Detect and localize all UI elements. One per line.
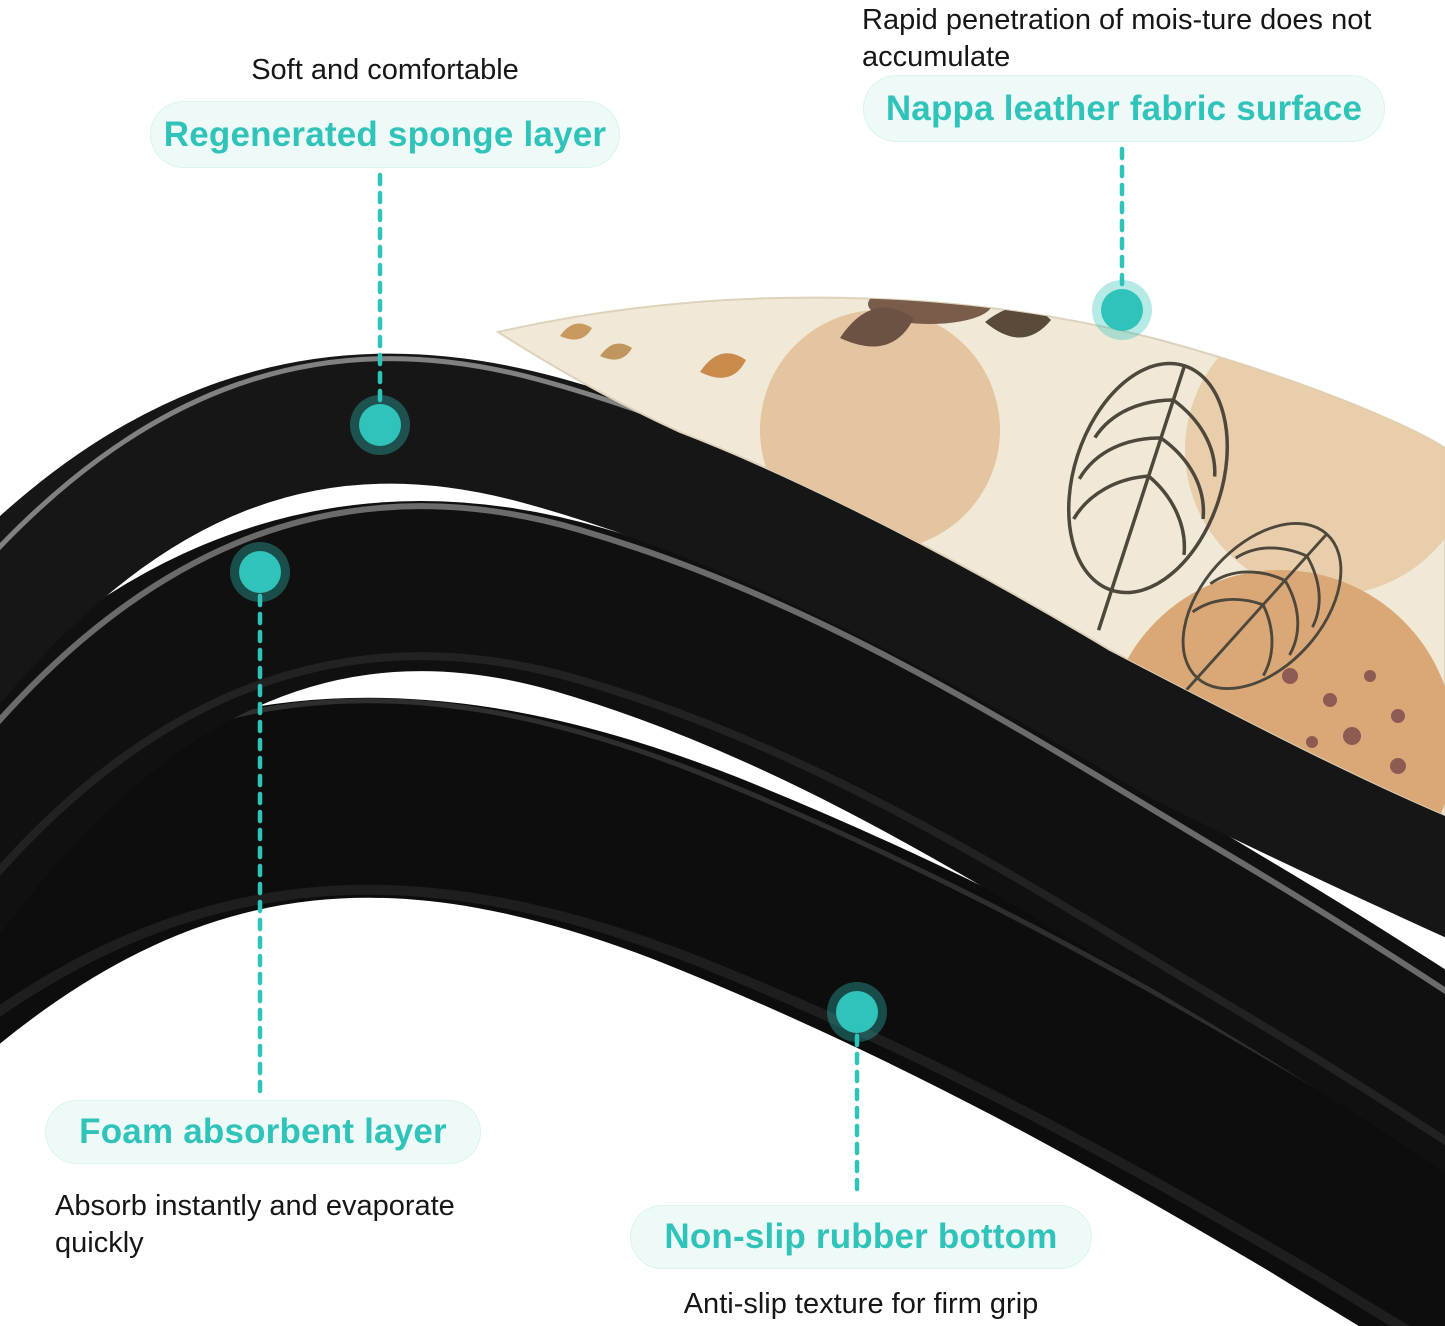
sponge-label-pill: Regenerated sponge layer <box>150 101 620 168</box>
monstera-leaf-icon <box>1173 521 1343 705</box>
speckle-dots <box>1282 668 1406 792</box>
callout-dots <box>230 280 1152 1042</box>
rubber-label: Non-slip rubber bottom <box>664 1217 1058 1256</box>
sponge-note: Soft and comfortable <box>251 54 519 86</box>
foam-label: Foam absorbent layer <box>79 1112 447 1151</box>
callout-leader-lines <box>257 146 1125 1201</box>
sponge-label: Regenerated sponge layer <box>163 114 607 154</box>
fabric-label-pill: Nappa leather fabric surface <box>863 75 1385 142</box>
rubber-label-pill: Non-slip rubber bottom <box>630 1205 1092 1269</box>
foam-note: Absorb instantly and evaporate quickly <box>55 1190 455 1260</box>
fabric-note: Rapid penetration of mois-ture does not … <box>862 4 1372 74</box>
fabric-label: Nappa leather fabric surface <box>885 88 1363 128</box>
dot-foam <box>230 542 290 602</box>
dot-fabric <box>1092 280 1152 340</box>
foam-label-pill: Foam absorbent layer <box>45 1100 481 1164</box>
monstera-leaf-icon <box>1066 361 1230 631</box>
rubber-note: Anti-slip texture for firm grip <box>683 1288 1039 1320</box>
dot-rubber <box>827 982 887 1042</box>
foam-absorbent-layer <box>0 501 1445 1173</box>
dot-sponge <box>350 395 410 455</box>
